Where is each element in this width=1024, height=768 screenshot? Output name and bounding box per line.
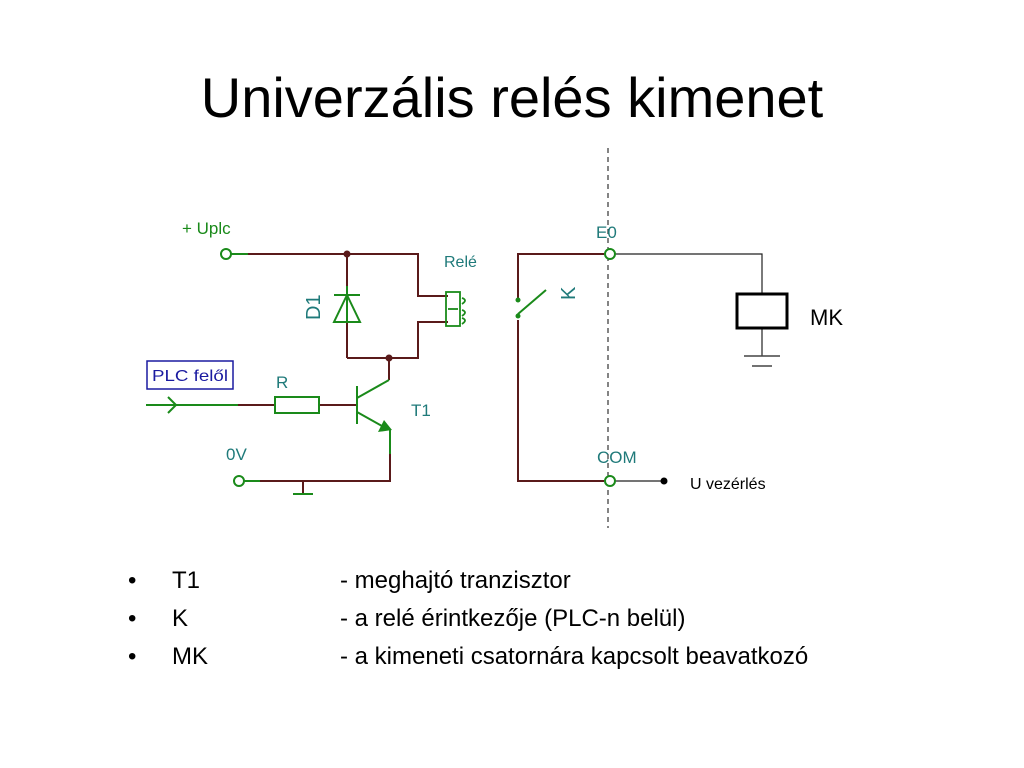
t1-label: T1 <box>411 401 431 420</box>
resistor-r <box>274 396 320 414</box>
contact-point <box>515 313 521 319</box>
u-vezerles-label: U vezérlés <box>690 476 766 493</box>
plc-felol-box <box>146 360 234 390</box>
load-wires <box>616 253 763 482</box>
rele-label: Relé <box>444 254 477 271</box>
k-label: K <box>558 286 580 300</box>
circuit-diagram: + Uplc D1 Relé K E0 MK PLC felől R T1 0V… <box>146 148 843 528</box>
zero-v-label: 0V <box>226 445 247 464</box>
input-arrow-icon <box>146 396 238 414</box>
e0-label: E0 <box>596 223 617 242</box>
transistor-t1 <box>356 379 391 454</box>
uplc-label: + Uplc <box>182 219 231 238</box>
relay-coil <box>445 291 466 327</box>
diode-d1 <box>332 286 362 323</box>
com-label: COM <box>597 448 637 467</box>
junction-dot <box>385 354 393 362</box>
load-ground-icon <box>744 355 780 367</box>
contact-point <box>515 297 521 303</box>
legend-term: K <box>172 605 189 632</box>
mk-load <box>735 292 789 330</box>
legend-description: - a relé érintkezője (PLC-n belül) <box>340 605 686 632</box>
plc-felol-label: PLC felől <box>152 368 228 385</box>
terminals <box>220 248 616 487</box>
u-vezerles-node <box>660 477 668 485</box>
junction-dot <box>343 250 351 258</box>
r-label: R <box>276 373 288 392</box>
bullet-icon: • <box>128 643 137 670</box>
bullet-icon: • <box>128 605 137 632</box>
wires <box>238 253 604 494</box>
legend-description: - meghajtó tranzisztor <box>340 567 571 594</box>
d1-label: D1 <box>303 294 325 320</box>
relay-contact-k <box>517 289 547 315</box>
legend-term: T1 <box>172 567 201 594</box>
mk-label: MK <box>810 305 843 330</box>
emitter-arrow-icon <box>378 420 392 432</box>
bullet-icon: • <box>128 567 137 594</box>
legend-description: - a kimeneti csatornára kapcsolt beavatk… <box>340 643 809 670</box>
legend-term: MK <box>172 643 208 670</box>
slide-title: Univerzális relés kimenet <box>200 66 824 129</box>
